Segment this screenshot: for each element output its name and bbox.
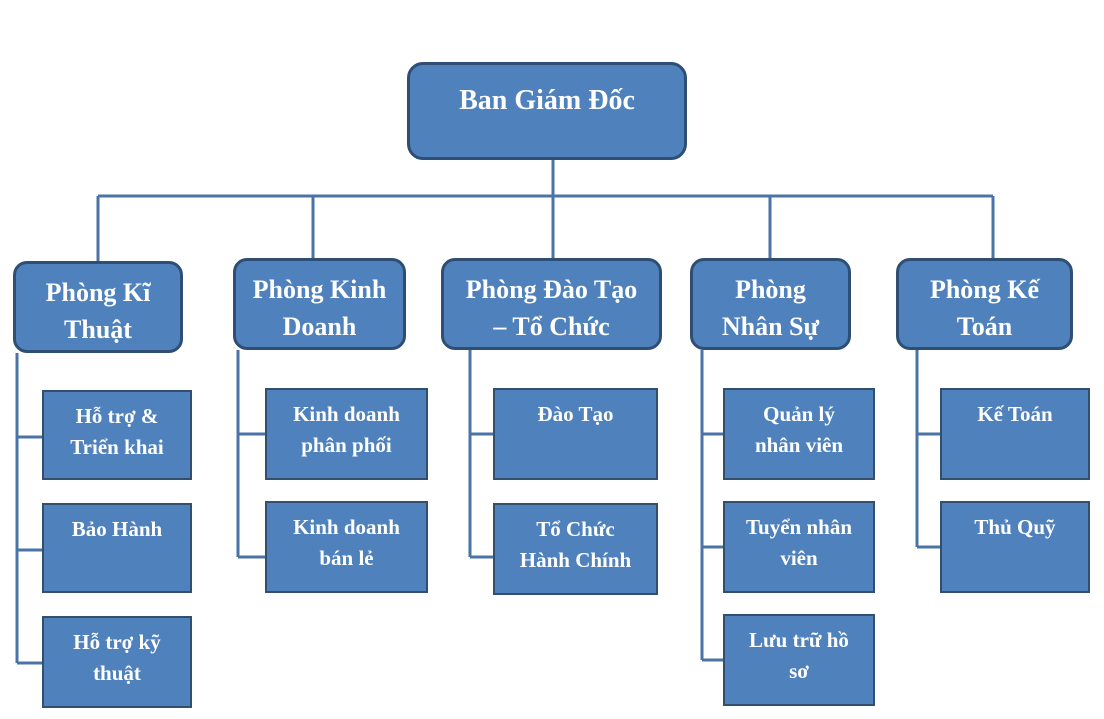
unit-luu-tru-ho-so: Lưu trữ hồ sơ <box>723 614 875 706</box>
unit-thu-quy: Thủ Quỹ <box>940 501 1090 593</box>
unit-kinh-doanh-ban-le: Kinh doanh bán lẻ <box>265 501 428 593</box>
dept-phong-ki-thuat: Phòng Kĩ Thuật <box>13 261 183 353</box>
node-ban-giam-doc: Ban Giám Đốc <box>407 62 687 160</box>
unit-ho-tro-ky-thuat: Hỗ trợ kỹ thuật <box>42 616 192 708</box>
unit-quan-ly-nhan-vien: Quản lý nhân viên <box>723 388 875 480</box>
unit-ke-toan: Kế Toán <box>940 388 1090 480</box>
dept-phong-dao-tao-to-chuc: Phòng Đào Tạo – Tổ Chức <box>441 258 662 350</box>
dept-phong-ke-toan: Phòng Kế Toán <box>896 258 1073 350</box>
unit-bao-hanh: Bảo Hành <box>42 503 192 593</box>
dept-phong-nhan-su: Phòng Nhân Sự <box>690 258 851 350</box>
unit-tuyen-nhan-vien: Tuyển nhân viên <box>723 501 875 593</box>
unit-ho-tro-trien-khai: Hỗ trợ & Triển khai <box>42 390 192 480</box>
dept-phong-kinh-doanh: Phòng Kinh Doanh <box>233 258 406 350</box>
unit-to-chuc-hanh-chinh: Tổ Chức Hành Chính <box>493 503 658 595</box>
unit-dao-tao: Đào Tạo <box>493 388 658 480</box>
unit-kinh-doanh-phan-phoi: Kinh doanh phân phối <box>265 388 428 480</box>
